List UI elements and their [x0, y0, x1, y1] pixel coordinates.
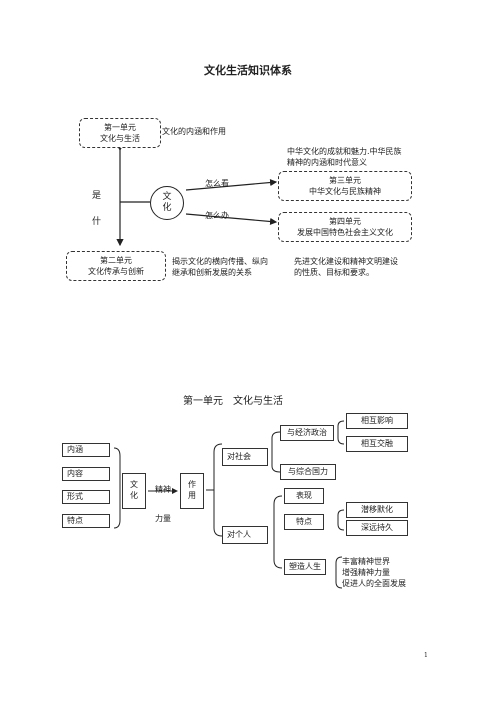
shape-life-brace	[335, 556, 343, 589]
left-brace	[113, 447, 121, 529]
manifestation-box: 表现	[284, 488, 324, 504]
culture-c1: 文	[162, 192, 172, 202]
unit1-line1: 第一单元	[104, 123, 136, 132]
unit2-note-line2: 继承和创新发展的关系	[172, 268, 252, 277]
culture-box-c1: 文	[130, 480, 138, 489]
unit1-line2: 文化与生活	[100, 134, 140, 143]
left-item-2: 内容	[62, 467, 110, 481]
unit2-note: 揭示文化的横向传播、纵向 继承和创新发展的关系	[172, 256, 268, 278]
unit1-note: 文化的内涵和作用	[162, 127, 226, 136]
economy-politics-box: 与经济政治	[280, 425, 334, 441]
left-item-3: 形式	[62, 490, 110, 504]
shape-life-box: 塑造人生	[284, 559, 326, 575]
how-see-arrow	[185, 178, 278, 191]
unit4-line1: 第四单元	[329, 217, 361, 226]
culture-box-c2: 化	[130, 491, 138, 500]
culture-box: 文 化	[122, 473, 146, 509]
unit4-note-line1: 先进文化建设和精神文明建设	[294, 257, 398, 266]
unit3-line1: 第三单元	[329, 176, 361, 185]
society-brace	[271, 431, 281, 473]
left-item-1: 内涵	[62, 443, 110, 457]
lasting-box: 深远持久	[346, 520, 408, 536]
effect-box: 作 用	[180, 473, 204, 509]
unit3-note: 中华文化的成就和魅力.中华民族 精神的内涵和时代意义	[287, 146, 402, 168]
society-box: 对社会	[222, 448, 268, 466]
culture-circle: 文 化	[150, 186, 184, 220]
left-item-4: 特点	[62, 514, 110, 528]
how-do-label: 怎么办	[205, 211, 229, 220]
unit3-note-line2: 精神的内涵和时代意义	[287, 158, 367, 167]
unit3-box: 第三单元 中华文化与民族精神	[278, 171, 412, 201]
features-box: 特点	[284, 514, 324, 530]
life-effects-list: 丰富精神世界 增强精神力量 促进人的全面发展	[342, 556, 406, 589]
shi-char: 是	[92, 191, 102, 201]
unit1-box: 第一单元 文化与生活	[79, 118, 161, 148]
subtle-box: 潜移默化	[346, 502, 408, 518]
national-power-box: 与综合国力	[280, 464, 336, 480]
unit2-note-line1: 揭示文化的横向传播、纵向	[172, 257, 268, 266]
unit4-note-line2: 的性质、目标和要求。	[294, 268, 374, 277]
effect-box-c1: 作	[188, 480, 196, 489]
unit4-note: 先进文化建设和精神文明建设 的性质、目标和要求。	[294, 256, 398, 278]
unit4-box: 第四单元 发展中国特色社会主义文化	[278, 212, 412, 242]
life-effect-3: 促进人的全面发展	[342, 579, 406, 588]
culture-c2: 化	[162, 203, 172, 213]
mutual-influence-box: 相互影响	[346, 413, 408, 429]
unit4-line2: 发展中国特色社会主义文化	[297, 228, 393, 237]
individual-brace	[273, 495, 283, 569]
force-label: 力量	[155, 514, 171, 523]
unit3-note-line1: 中华文化的成就和魅力.中华民族	[287, 147, 402, 156]
page-number: 1	[424, 652, 428, 659]
individual-box: 对个人	[222, 526, 268, 544]
shen-char: 什	[92, 217, 102, 227]
unit3-line2: 中华文化与民族精神	[309, 187, 381, 196]
unit2-box: 第二单元 文化传承与创新	[66, 251, 166, 281]
mutual-blend-box: 相互交融	[346, 436, 408, 452]
unit1-heading: 第一单元 文化与生活	[183, 396, 283, 407]
economy-brace	[337, 420, 345, 445]
unit2-line2: 文化传承与创新	[88, 267, 144, 276]
effect-brace	[213, 443, 223, 537]
effect-box-c2: 用	[188, 491, 196, 500]
how-see-label: 怎么看	[205, 179, 229, 188]
life-effect-2: 增强精神力量	[342, 568, 390, 577]
page-title: 文化生活知识体系	[204, 64, 292, 77]
spirit-label: 精神	[155, 485, 171, 494]
life-effect-1: 丰富精神世界	[342, 557, 390, 566]
features-brace	[337, 509, 345, 531]
unit2-line1: 第二单元	[100, 256, 132, 265]
how-do-arrow	[185, 213, 278, 226]
